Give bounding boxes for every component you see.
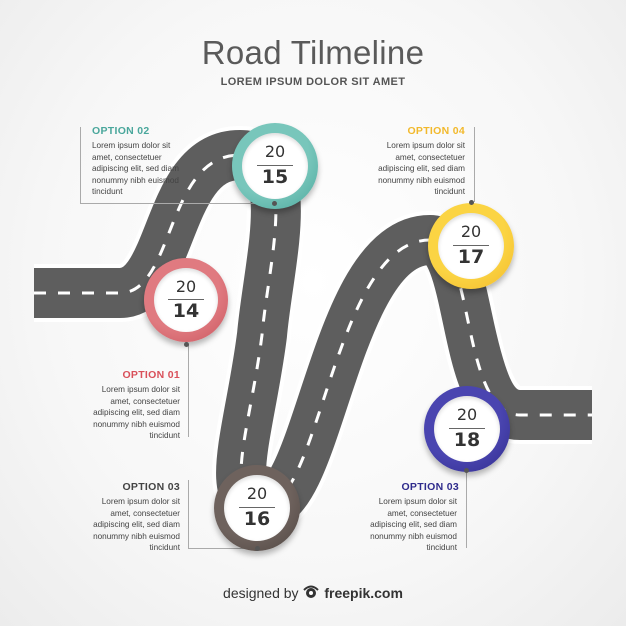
year-bottom-2017: 17 <box>457 246 485 268</box>
year-top-2016: 20 <box>246 484 268 503</box>
badge-dot-2015 <box>272 201 277 206</box>
option-03-left-text: Lorem ipsum dolor sit amet, consectetuer… <box>93 497 180 552</box>
year-bottom-2016: 16 <box>243 508 271 530</box>
badge-dot-2017 <box>469 200 474 205</box>
year-bottom-2014: 14 <box>172 300 200 322</box>
credit-brand[interactable]: freepik.com <box>324 585 403 601</box>
option-04-title: OPTION 04 <box>407 125 465 137</box>
year-top-2018: 20 <box>456 405 478 424</box>
option-03-right-title: OPTION 03 <box>401 481 459 493</box>
year-top-2014: 20 <box>175 277 197 296</box>
connector-option-03-right <box>466 470 467 548</box>
year-bottom-2018: 18 <box>453 429 481 451</box>
option-01-title: OPTION 01 <box>122 369 180 381</box>
page-subtitle: LOREM IPSUM DOLOR SIT AMET <box>220 76 406 88</box>
option-01-text: Lorem ipsum dolor sit amet, consectetuer… <box>93 385 180 440</box>
connector-option-03-left <box>188 480 189 548</box>
option-04-text: Lorem ipsum dolor sit amet, consectetuer… <box>378 141 465 196</box>
milestone-badge-2014: 20 14 <box>144 258 228 342</box>
option-03-left-title: OPTION 03 <box>122 481 180 493</box>
connector-option-04 <box>474 127 475 202</box>
milestone-badge-2015: 20 15 <box>232 123 318 209</box>
year-top-2017: 20 <box>460 222 482 241</box>
milestone-badge-2017: 20 17 <box>428 203 514 289</box>
badge-dot-2018 <box>464 468 469 473</box>
connector-option-03-left-h <box>188 548 258 549</box>
badge-dot-2014 <box>184 342 189 347</box>
freepik-logo-icon <box>303 585 320 598</box>
option-02-text: Lorem ipsum dolor sit amet, consectetuer… <box>92 141 179 196</box>
connector-option-01 <box>188 345 189 437</box>
page-title: Road Tilmeline <box>201 34 425 71</box>
year-bottom-2015: 15 <box>261 166 289 188</box>
connector-option-02 <box>80 127 81 203</box>
connector-option-02-h <box>80 203 274 204</box>
milestone-badge-2018: 20 18 <box>424 386 510 472</box>
option-02-title: OPTION 02 <box>92 125 150 137</box>
footer-credit: designed by freepik.com <box>0 585 626 601</box>
milestone-badge-2016: 20 16 <box>214 465 300 551</box>
road-surface <box>34 130 592 530</box>
badge-dot-2016 <box>255 546 260 551</box>
credit-prefix: designed by <box>223 585 299 601</box>
option-03-right-text: Lorem ipsum dolor sit amet, consectetuer… <box>370 497 457 552</box>
year-top-2015: 20 <box>264 142 286 161</box>
